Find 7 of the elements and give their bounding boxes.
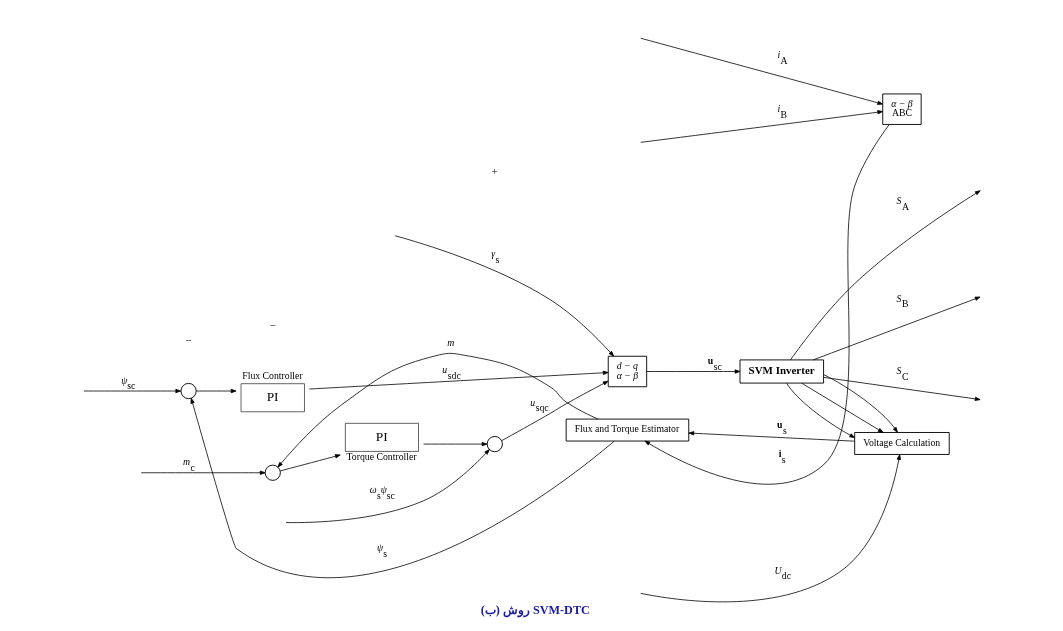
node-label: Torque Controller bbox=[346, 451, 417, 463]
edge-label: m bbox=[446, 337, 454, 349]
label: + bbox=[490, 165, 498, 178]
caption: (ب) روش SVM-DTC bbox=[480, 602, 590, 617]
label: − bbox=[268, 319, 276, 332]
label: − bbox=[184, 334, 191, 347]
node-label: Flux Controller bbox=[241, 370, 303, 382]
